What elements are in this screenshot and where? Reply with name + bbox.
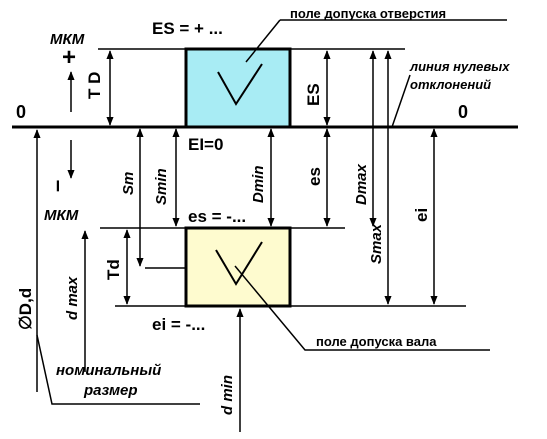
shaft-zone-leader xyxy=(234,265,490,351)
shaft-zone-label: поле допуска вала xyxy=(316,334,437,349)
diameter-label: ∅D,d xyxy=(16,288,35,330)
minus-sign: – xyxy=(44,180,69,192)
nominal-size-text-line2: размер xyxy=(83,382,138,399)
dmin-label: Dmin xyxy=(250,166,267,204)
hole-tolerance-zone xyxy=(184,47,292,129)
mkm-top-label: МКМ xyxy=(50,31,85,48)
ei-lower-label: ei = -... xyxy=(152,315,205,334)
hole-zone-label: поле допуска отверстия xyxy=(290,6,446,21)
mkm-bottom-label: МКМ xyxy=(44,207,79,224)
es-lower-label: es = -... xyxy=(188,207,246,226)
nominal-leader xyxy=(36,334,200,405)
zero-left-label: 0 xyxy=(16,102,26,122)
hole-zone-leader xyxy=(245,19,281,63)
es-label: es xyxy=(305,167,324,186)
shaft-tolerance-zone xyxy=(184,226,292,308)
zero-right-label: 0 xyxy=(458,102,468,122)
nominal-size-label: номинальный размер xyxy=(56,362,166,399)
dmax-label: Dmax xyxy=(353,163,370,205)
ei-label: ei xyxy=(412,208,431,222)
shaft-check-mark xyxy=(215,241,263,286)
zero-line-leader xyxy=(391,74,411,128)
hole-check-mark xyxy=(217,63,263,106)
smax-label: Smax xyxy=(368,223,385,264)
td-shaft-label: Td xyxy=(104,259,123,280)
zero-line-name-text-line2: отклонений xyxy=(410,77,491,92)
es-upper-dim-label: ES xyxy=(304,83,323,106)
plus-sign: + xyxy=(62,44,76,71)
smin-label: Smin xyxy=(153,168,170,205)
zero-line-name-label: линия нулевых отклонений xyxy=(409,59,513,92)
zero-line-name-text: линия нулевых xyxy=(409,59,510,74)
ei-zero-label: EI=0 xyxy=(188,135,223,154)
es-upper-label: ES = + ... xyxy=(152,19,223,38)
nominal-size-text: номинальный xyxy=(56,362,161,379)
d-min-label: d min xyxy=(219,375,236,415)
d-max-label: d max xyxy=(64,276,81,320)
sm-label: Sm xyxy=(120,172,137,195)
td-label: T D xyxy=(85,72,104,99)
